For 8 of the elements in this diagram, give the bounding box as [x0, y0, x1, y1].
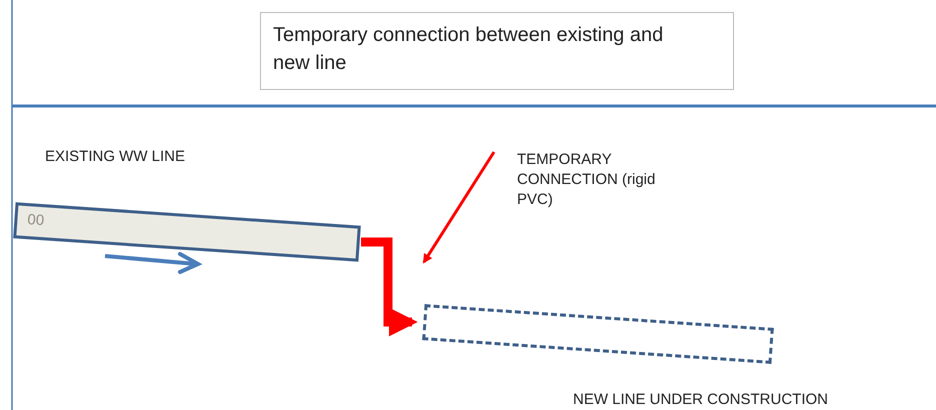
- new-pipe-outline: [422, 304, 774, 364]
- title-box: Temporary connection between existing and new line: [260, 12, 734, 90]
- pipe-label: NEW LINE UNDER CONSTRUCTION: [573, 390, 828, 410]
- connection-label: TEMPORARY CONNECTION (rigid PVC): [517, 150, 687, 210]
- pipe-number: 00: [26, 211, 45, 230]
- leader-arrow: [422, 151, 496, 264]
- pipe-label: EXISTING WW LINE: [45, 147, 186, 167]
- connection-pipe-arrow: [361, 238, 418, 336]
